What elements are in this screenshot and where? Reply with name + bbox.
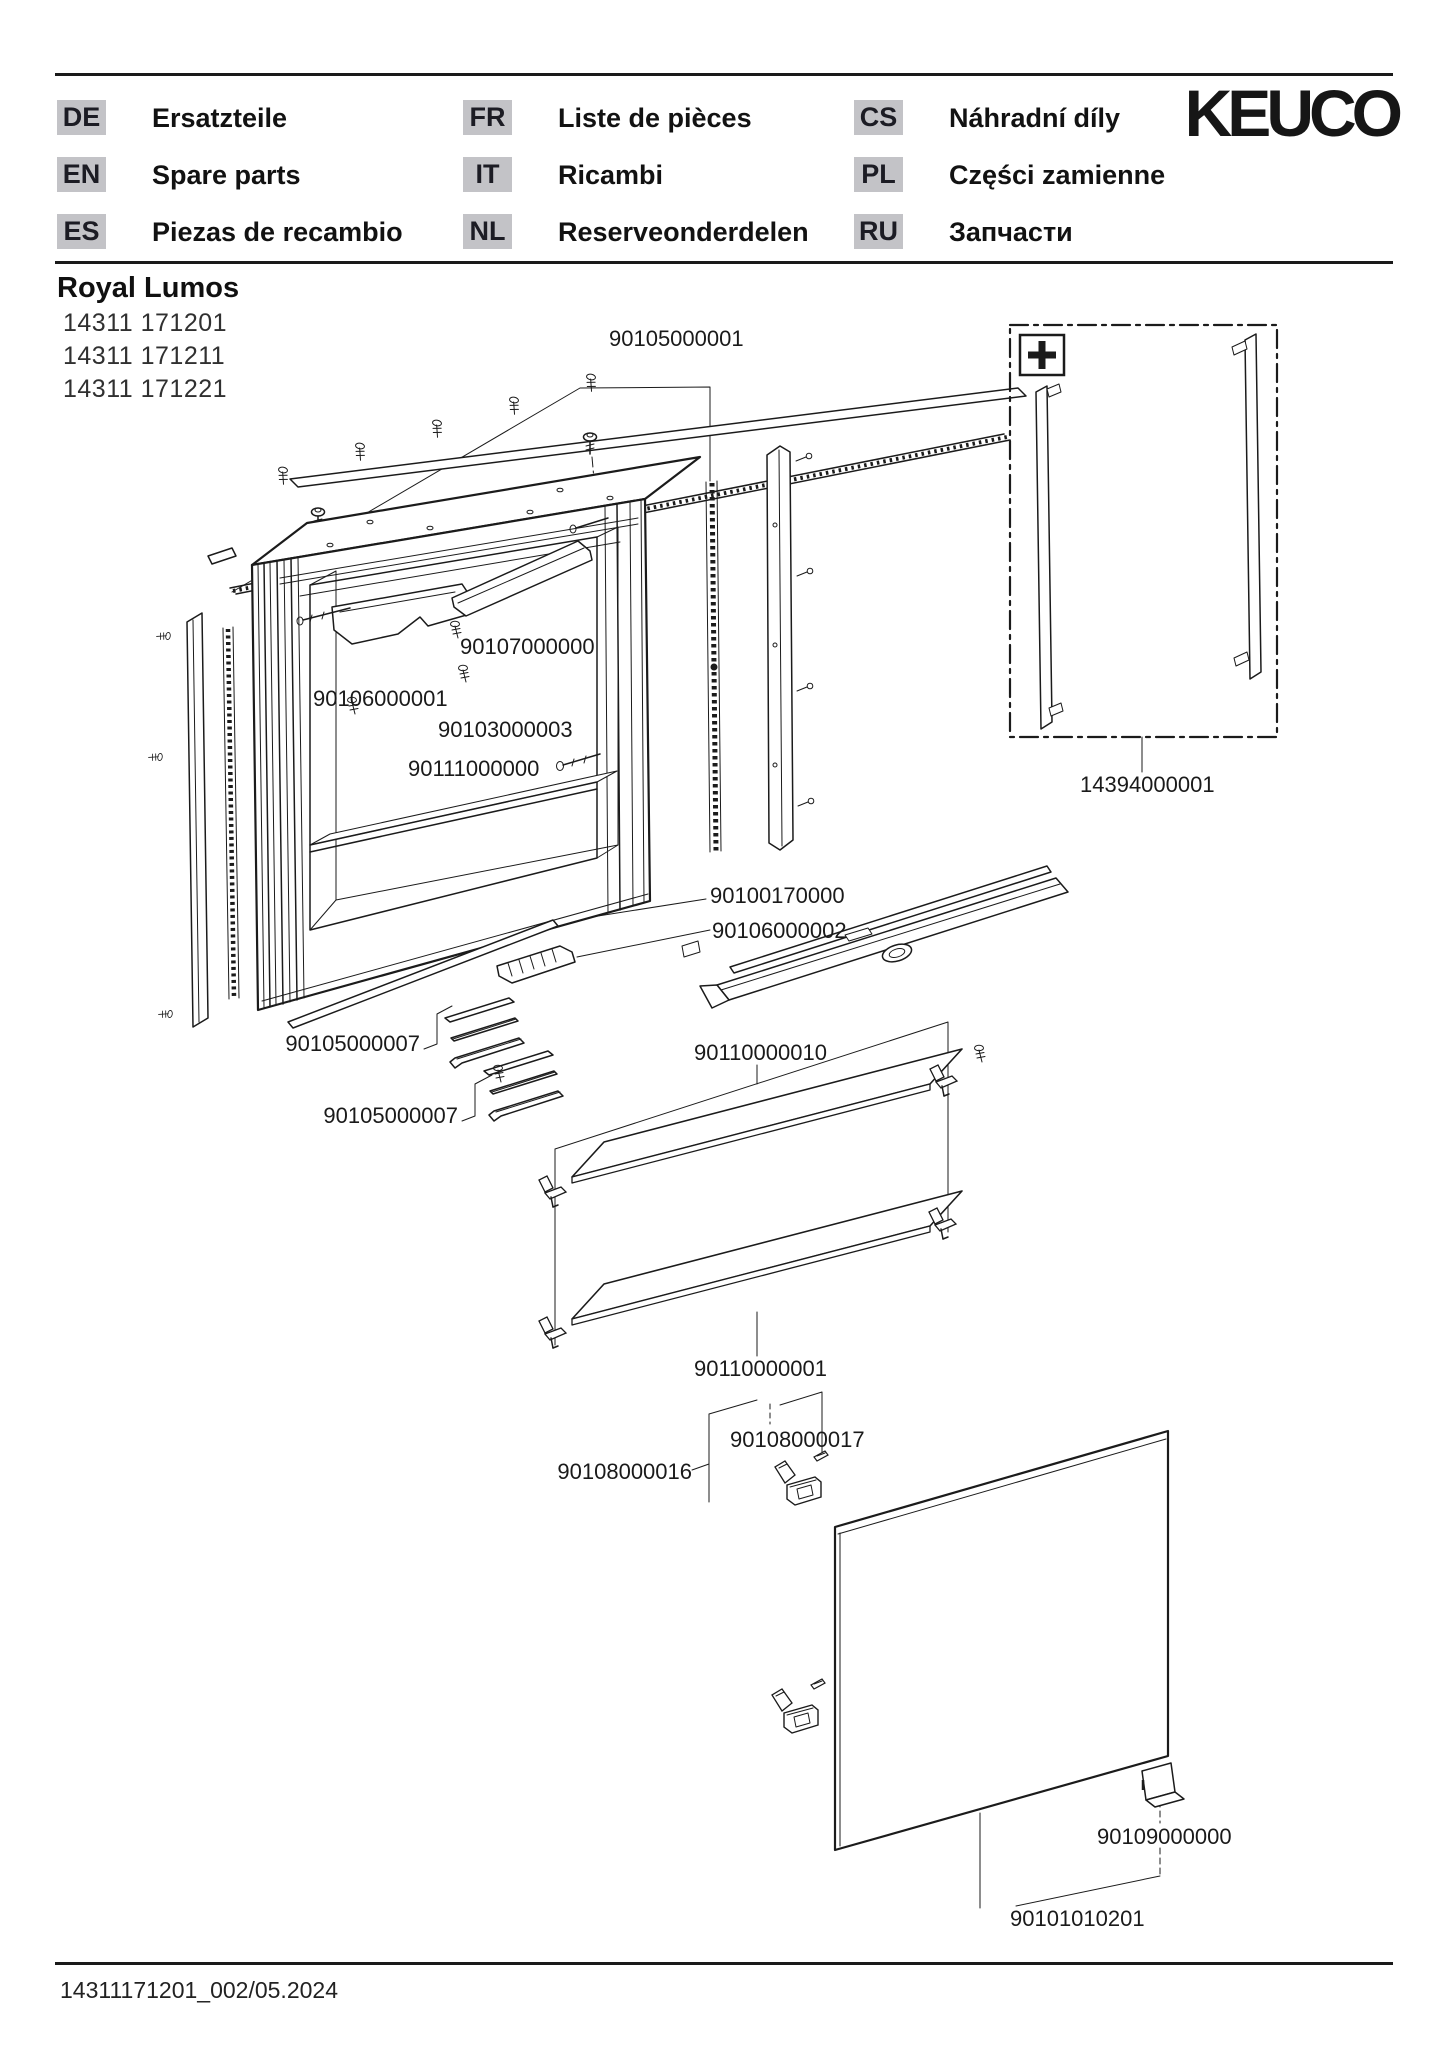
part-side-trim-right bbox=[1231, 333, 1262, 680]
part-hinge-pin-lower bbox=[810, 1678, 826, 1690]
part-glass-shelf-lower bbox=[571, 1190, 963, 1326]
language-label-es: Piezas de recambio bbox=[152, 217, 403, 247]
shelf-clip bbox=[538, 1175, 567, 1208]
part-led-strip-left bbox=[222, 626, 240, 1000]
part-hinge-lower bbox=[771, 1688, 819, 1734]
part-number: 90111000000 bbox=[408, 756, 539, 781]
part-led-strip-right bbox=[705, 480, 722, 853]
language-item-fr: FR Liste de pièces bbox=[463, 100, 863, 136]
language-item-pl: PL Części zamienne bbox=[854, 157, 1254, 193]
language-label-it: Ricambi bbox=[558, 160, 664, 190]
language-badge-cs: CS bbox=[854, 100, 903, 135]
part-mirror-door bbox=[833, 1429, 1170, 1852]
part-number: 90106000002 bbox=[712, 918, 847, 943]
part-profile-strips-lower bbox=[483, 1050, 564, 1122]
part-right-angle-profile bbox=[766, 445, 815, 851]
part-number: 90110000010 bbox=[694, 1040, 827, 1065]
part-bottom-trim bbox=[287, 919, 559, 1029]
profile-screws bbox=[795, 452, 815, 807]
document-id: 14311171201_002/05.2024 bbox=[60, 1977, 338, 2003]
part-number: 90105000007 bbox=[285, 1031, 420, 1056]
part-number: 90107000000 bbox=[460, 634, 595, 659]
model-number: 14311 171211 bbox=[63, 342, 226, 370]
language-item-cs: CS Náhradní díly bbox=[854, 100, 1254, 136]
keuco-logo: KEUCO bbox=[1184, 76, 1403, 150]
part-number: 90108000016 bbox=[557, 1459, 692, 1484]
language-item-de: DE Ersatzteile bbox=[57, 100, 457, 136]
language-badge-fr: FR bbox=[463, 100, 512, 135]
language-badge-ru: RU bbox=[854, 214, 903, 249]
part-number: 90101010201 bbox=[1010, 1906, 1145, 1931]
part-adjust-screw bbox=[556, 753, 601, 771]
language-label-cs: Náhradní díly bbox=[949, 103, 1121, 133]
language-item-ru: RU Запчасти bbox=[854, 214, 1254, 250]
part-bottom-connector bbox=[493, 940, 701, 1083]
language-badge-it: IT bbox=[463, 157, 512, 192]
header-divider bbox=[55, 261, 1393, 264]
part-hinge-pin-upper bbox=[813, 1450, 829, 1462]
part-light-module bbox=[450, 517, 609, 639]
language-badge-de: DE bbox=[57, 100, 106, 135]
part-door-stop bbox=[1141, 1762, 1185, 1808]
part-number: 90100170000 bbox=[710, 883, 845, 908]
part-number: 90106000001 bbox=[313, 686, 448, 711]
language-label-ru: Запчасти bbox=[949, 217, 1073, 247]
language-badge-es: ES bbox=[57, 214, 106, 249]
language-badge-nl: NL bbox=[463, 214, 512, 249]
language-label-pl: Części zamienne bbox=[949, 160, 1166, 190]
language-item-nl: NL Reserveonderdelen bbox=[463, 214, 863, 250]
part-number: 90110000001 bbox=[694, 1356, 827, 1381]
model-number: 14311 171221 bbox=[63, 375, 228, 403]
part-number: 90108000017 bbox=[730, 1427, 865, 1452]
part-hinge-upper bbox=[774, 1460, 822, 1506]
part-power-unit bbox=[296, 583, 471, 715]
product-name: Royal Lumos bbox=[57, 272, 240, 304]
shelf-clip bbox=[538, 1316, 567, 1349]
language-badge-pl: PL bbox=[854, 157, 903, 192]
language-label-nl: Reserveonderdelen bbox=[558, 217, 809, 247]
language-label-fr: Liste de pièces bbox=[558, 103, 752, 133]
part-number: 90105000007 bbox=[323, 1103, 458, 1128]
part-number: 90103000003 bbox=[438, 717, 573, 742]
language-label-en: Spare parts bbox=[152, 160, 301, 190]
part-number: 14394000001 bbox=[1080, 772, 1215, 797]
part-number: 90109000000 bbox=[1097, 1824, 1232, 1849]
part-left-trim bbox=[147, 612, 209, 1028]
accessory-kit-box bbox=[1008, 323, 1279, 739]
part-number-labels: 90105000001 90107000000 90106000001 9010… bbox=[285, 326, 1231, 1931]
plus-icon bbox=[1018, 333, 1066, 377]
part-number: 90105000001 bbox=[609, 326, 744, 351]
language-item-it: IT Ricambi bbox=[463, 157, 863, 193]
part-profile-strips-upper bbox=[444, 997, 525, 1069]
top-divider bbox=[55, 73, 1393, 76]
language-badge-en: EN bbox=[57, 157, 106, 192]
language-item-en: EN Spare parts bbox=[57, 157, 457, 193]
language-label-de: Ersatzteile bbox=[152, 103, 288, 133]
part-glass-shelf-upper bbox=[571, 1048, 963, 1184]
model-number: 14311 171201 bbox=[63, 309, 228, 337]
part-side-trim-left bbox=[1035, 383, 1064, 730]
part-bottom-light-bar bbox=[699, 865, 1069, 1063]
footer-divider bbox=[55, 1962, 1393, 1965]
language-item-es: ES Piezas de recambio bbox=[57, 214, 457, 250]
